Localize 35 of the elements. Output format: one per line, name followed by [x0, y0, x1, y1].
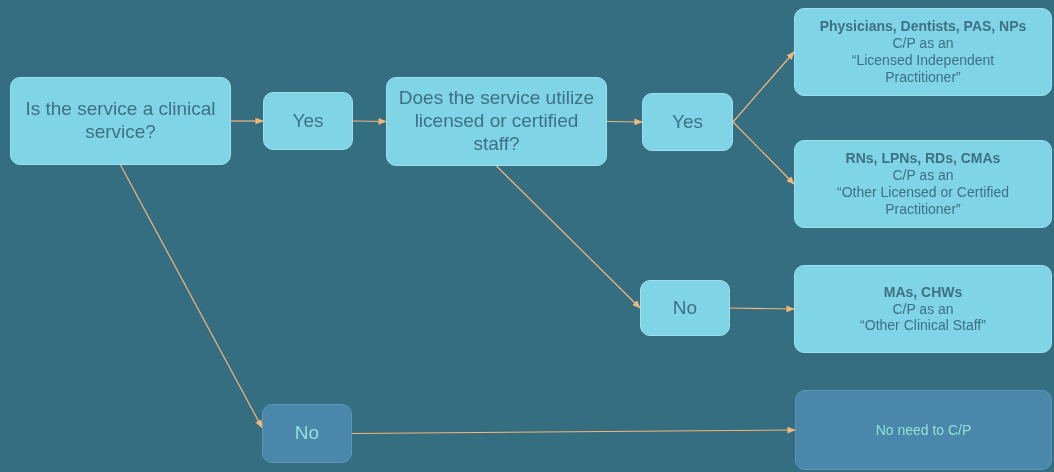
outcome-box	[794, 140, 1052, 228]
arrow	[729, 305, 795, 313]
arrow	[732, 51, 795, 123]
answer-box	[262, 404, 352, 463]
outcome-text: “Other Clinical Staff”	[859, 317, 987, 335]
outcome-box	[794, 265, 1052, 353]
outcome-box	[794, 8, 1052, 96]
outcome-text: “Other Licensed or Certified Practitioner”	[836, 184, 1010, 218]
outcome-heading: MAs, CHWs	[883, 283, 963, 301]
arrow	[119, 164, 263, 429]
answer-box	[640, 280, 730, 336]
arrow	[351, 426, 796, 435]
outcome-heading: RNs, LPNs, RDs, CMAs	[845, 150, 1001, 168]
arrow	[495, 165, 641, 309]
node-label: Yes	[292, 109, 324, 133]
outcome-text: C/P as an	[892, 300, 954, 318]
answer-box	[642, 93, 733, 151]
decision-box	[10, 77, 231, 165]
node-label: No	[294, 422, 320, 445]
outcome-text: C/P as an	[892, 167, 954, 184]
arrow	[606, 118, 643, 126]
outcome-text: “Licensed Independent Practitioner”	[850, 52, 996, 86]
arrow	[732, 121, 795, 185]
decision-box	[386, 77, 607, 166]
answer-box	[263, 92, 353, 150]
node-label: Is the service a clinical service?	[24, 98, 217, 144]
node-label: No	[672, 296, 698, 320]
node-label: No need to C/P	[875, 421, 972, 439]
arrow	[352, 118, 387, 125]
outcome-heading: Physicians, Dentists, PAS, NPs	[819, 18, 1027, 36]
arrow	[230, 117, 264, 125]
node-label: Yes	[672, 110, 703, 134]
outcome-box	[795, 390, 1052, 470]
outcome-text: C/P as an	[892, 35, 954, 52]
node-label: Does the service utilize licensed or certified staff?	[397, 87, 596, 156]
